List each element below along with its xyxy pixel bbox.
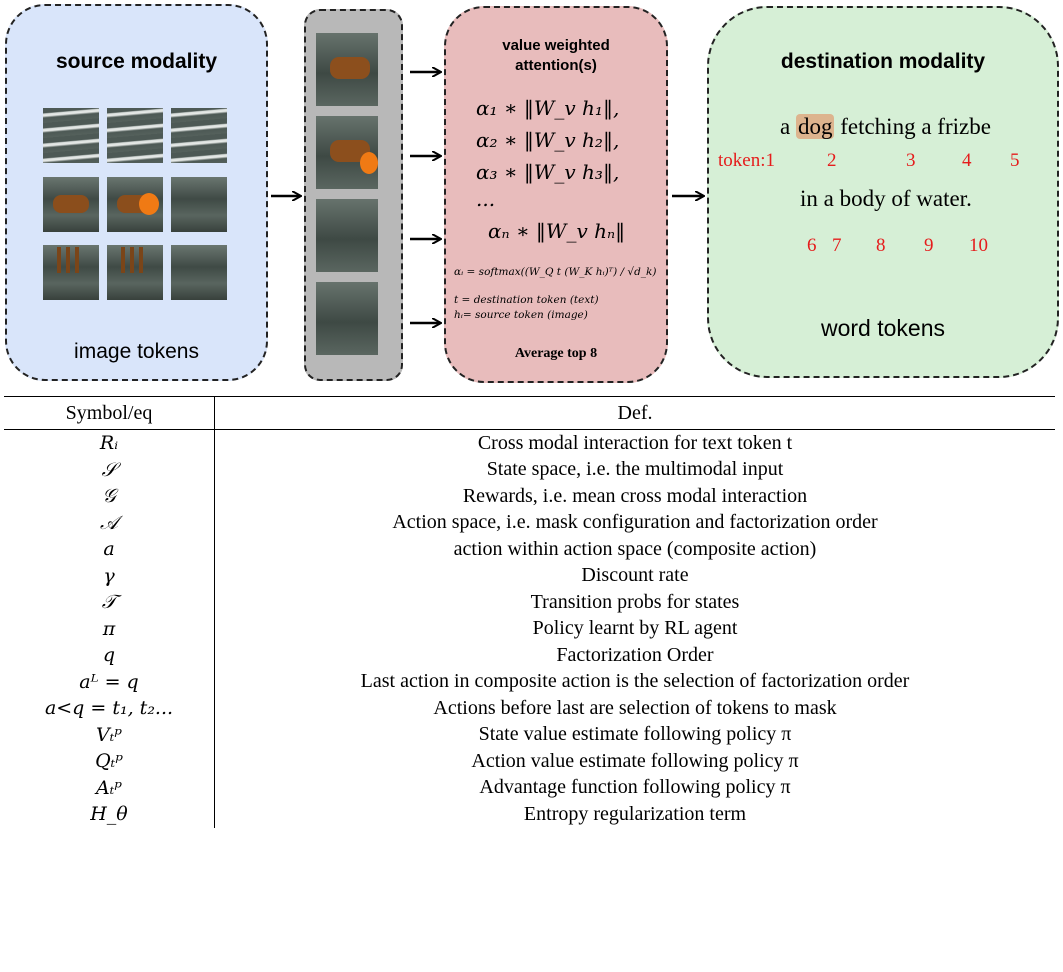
highlighted-word-token: dog xyxy=(795,114,835,139)
token-number: 5 xyxy=(1010,150,1020,171)
definition-cell: State space, i.e. the multimodal input xyxy=(486,458,784,481)
symbol-definitions-table: Symbol/eq Def. Rᵢ Cross modal interaction… xyxy=(4,396,1055,828)
table-row: q Factorization Order xyxy=(4,642,1055,669)
image-tile xyxy=(171,245,227,300)
symbol-cell: 𝒮 xyxy=(4,456,215,483)
symbol-cell: a xyxy=(4,536,215,563)
average-top-8-label: Average top 8 xyxy=(514,346,598,361)
table-row: Aₜᵖ Advantage function following policy π xyxy=(4,774,1055,801)
symbol-cell: 𝒢 xyxy=(4,483,215,510)
table-row: H_θ Entropy regularization term xyxy=(4,801,1055,828)
definition-cell: Transition probs for states xyxy=(530,590,740,613)
word-token: a xyxy=(780,114,791,139)
table-row: π Policy learnt by RL agent xyxy=(4,615,1055,642)
attention-ellipsis: ... xyxy=(476,187,496,211)
token-number: 8 xyxy=(876,235,886,256)
selected-patch xyxy=(316,282,378,355)
definition-cell: Action value estimate following policy π xyxy=(471,749,799,772)
table-row: a<q = t₁, t₂... Actions before last are s… xyxy=(4,695,1055,722)
destination-modality-title: destination modality xyxy=(780,50,986,73)
token-number: 4 xyxy=(962,150,972,171)
symbol-cell: Qₜᵖ xyxy=(4,748,215,775)
token-label: token:1 xyxy=(718,150,775,171)
selected-patch xyxy=(316,199,378,272)
attention-term: α₂ ∗ ‖W_v h₂‖, xyxy=(476,128,620,152)
definition-cell: Actions before last are selection of tok… xyxy=(433,696,837,719)
table-row: Qₜᵖ Action value estimate following polic… xyxy=(4,748,1055,775)
source-token-note: hᵢ= source token (image) xyxy=(454,309,588,321)
token-number: 9 xyxy=(924,235,934,256)
image-tile xyxy=(43,108,99,163)
attention-title: value weighted attention(s) xyxy=(444,36,668,76)
image-tile xyxy=(171,177,227,232)
table-row: 𝒯 Transition probs for states xyxy=(4,589,1055,616)
symbol-column-header: Symbol/eq xyxy=(4,396,215,430)
symbol-cell: aᴸ = q xyxy=(4,668,215,695)
definition-cell: Advantage function following policy π xyxy=(479,776,791,799)
token-number: 6 xyxy=(807,235,817,256)
attention-title-line: attention(s) xyxy=(515,57,597,74)
flow-arrows xyxy=(271,0,1063,400)
table-header-row: Symbol/eq Def. xyxy=(4,396,1055,430)
attention-box xyxy=(444,6,668,383)
selected-patch xyxy=(316,116,378,189)
definition-cell: Entropy regularization term xyxy=(523,802,747,825)
table-row: Rᵢ Cross modal interaction for text token… xyxy=(4,429,1055,457)
word-tokens-caption: word tokens xyxy=(820,315,945,341)
token-number: 3 xyxy=(906,150,916,171)
image-tile xyxy=(171,108,227,163)
symbol-cell: a<q = t₁, t₂... xyxy=(4,695,215,722)
attention-term: αₙ ∗ ‖W_v hₙ‖ xyxy=(488,219,626,243)
token-number: 10 xyxy=(969,235,988,256)
table-row: 𝒜 Action space, i.e. mask configuration a… xyxy=(4,509,1055,536)
symbol-cell: Rᵢ xyxy=(4,429,215,457)
table-row: aᴸ = q Last action in composite action is… xyxy=(4,668,1055,695)
definition-cell: State value estimate following policy π xyxy=(478,723,792,746)
definition-cell: Last action in composite action is the s… xyxy=(360,670,910,693)
image-tile xyxy=(107,108,163,163)
table-row: 𝒮 State space, i.e. the multimodal input xyxy=(4,456,1055,483)
image-tile xyxy=(43,177,99,232)
sentence-line-1: a dog fetching a frizbe xyxy=(780,114,991,140)
sentence-line-2: in a body of water. xyxy=(800,186,972,211)
destination-modality-box xyxy=(707,6,1059,378)
selected-patch xyxy=(316,33,378,106)
symbol-cell: 𝒯 xyxy=(4,589,215,616)
table-row: Vₜᵖ State value estimate following policy… xyxy=(4,721,1055,748)
softmax-formula: αᵢ = softmax((W_Q t (W_K hᵢ)ᵀ) / √d_k) xyxy=(454,266,657,278)
symbol-cell: q xyxy=(4,642,215,669)
symbol-cell: Aₜᵖ xyxy=(4,774,215,801)
definition-cell: Cross modal interaction for text token t xyxy=(477,431,793,454)
symbol-cell: 𝒜 xyxy=(4,509,215,536)
source-modality-title: source modality xyxy=(55,50,218,73)
definition-cell: Rewards, i.e. mean cross modal interacti… xyxy=(462,484,808,507)
symbol-cell: γ xyxy=(4,562,215,589)
image-tile xyxy=(43,245,99,300)
table-row: a action within action space (composite a… xyxy=(4,536,1055,563)
table-row: γ Discount rate xyxy=(4,562,1055,589)
destination-token-note: t = destination token (text) xyxy=(454,294,599,306)
definition-cell: action within action space (composite ac… xyxy=(453,537,817,560)
token-number: 7 xyxy=(832,235,842,256)
attention-title-line: value weighted xyxy=(502,37,610,54)
definition-cell: Factorization Order xyxy=(556,643,714,666)
token-number: 2 xyxy=(827,150,837,171)
attention-term: α₃ ∗ ‖W_v h₃‖, xyxy=(476,160,620,184)
table-row: 𝒢 Rewards, i.e. mean cross modal interact… xyxy=(4,483,1055,510)
symbol-cell: Vₜᵖ xyxy=(4,721,215,748)
symbol-cell: π xyxy=(4,615,215,642)
symbol-cell: H_θ xyxy=(4,801,215,828)
image-tile xyxy=(107,245,163,300)
definition-cell: Discount rate xyxy=(581,564,689,587)
attention-term: α₁ ∗ ‖W_v h₁‖, xyxy=(476,96,620,120)
definition-cell: Action space, i.e. mask configuration an… xyxy=(392,511,878,534)
word-token: fetching a frizbe xyxy=(840,114,991,139)
definition-cell: Policy learnt by RL agent xyxy=(532,617,738,640)
definition-column-header: Def. xyxy=(214,396,1055,430)
image-tokens-caption: image tokens xyxy=(74,340,199,363)
image-tile xyxy=(107,177,163,232)
